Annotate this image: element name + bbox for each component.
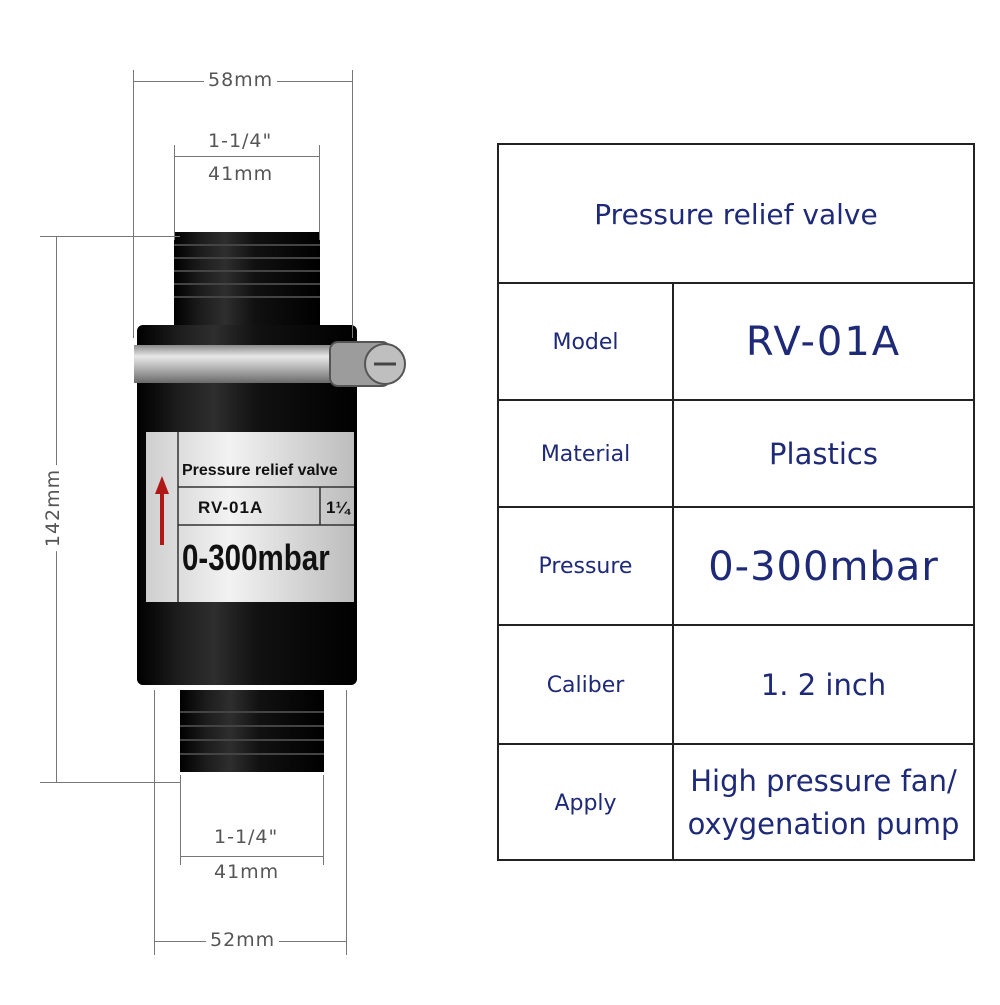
row-value-material: Plastics <box>769 437 878 471</box>
spec-table: Pressure relief valve Model RV-01A Mater… <box>497 143 975 861</box>
row-label-material: Material <box>499 401 674 507</box>
label-size: 1¼ <box>326 498 350 517</box>
label-model: RV-01A <box>198 498 264 517</box>
row-label-model: Model <box>499 284 674 400</box>
table-title-row: Pressure relief valve <box>499 145 973 283</box>
dim-bottom-thread-mm: 41mm <box>210 861 284 883</box>
valve-illustration <box>134 232 406 772</box>
table-title: Pressure relief valve <box>594 197 878 231</box>
top-thread <box>174 232 320 332</box>
row-value-apply: High pressure fan/ oxygenation pump <box>674 745 973 861</box>
row-value-model: RV-01A <box>745 319 902 365</box>
row-label-caliber: Caliber <box>499 626 674 744</box>
label-range: 0-300mbar <box>182 537 330 578</box>
table-row: Apply High pressure fan/ oxygenation pum… <box>499 743 973 861</box>
apply-line-2: oxygenation pump <box>687 807 960 841</box>
table-row: Material Plastics <box>499 399 973 507</box>
row-value-pressure: 0-300mbar <box>708 543 939 590</box>
row-label-apply: Apply <box>499 745 674 861</box>
dim-top-thread-mm: 41mm <box>204 163 278 185</box>
bottom-thread <box>180 690 324 772</box>
hose-clamp <box>134 345 362 383</box>
dim-bottom-outer: 52mm <box>206 929 280 951</box>
row-label-pressure: Pressure <box>499 508 674 625</box>
dim-height: 142mm <box>42 464 65 552</box>
label-title: Pressure relief valve <box>182 462 338 479</box>
product-photo: Pressure relief valve RV-01A 1¼ 0-300mba… <box>0 0 480 1001</box>
table-row: Model RV-01A <box>499 282 973 400</box>
dim-top-thread-in: 1-1/4" <box>204 130 277 152</box>
table-row: Caliber 1. 2 inch <box>499 624 973 744</box>
table-row: Pressure 0-300mbar <box>499 506 973 625</box>
dim-top-outer: 58mm <box>204 69 278 91</box>
apply-line-1: High pressure fan/ <box>690 763 957 798</box>
dim-bottom-thread-in: 1-1/4" <box>210 826 283 848</box>
row-value-caliber: 1. 2 inch <box>760 668 887 702</box>
